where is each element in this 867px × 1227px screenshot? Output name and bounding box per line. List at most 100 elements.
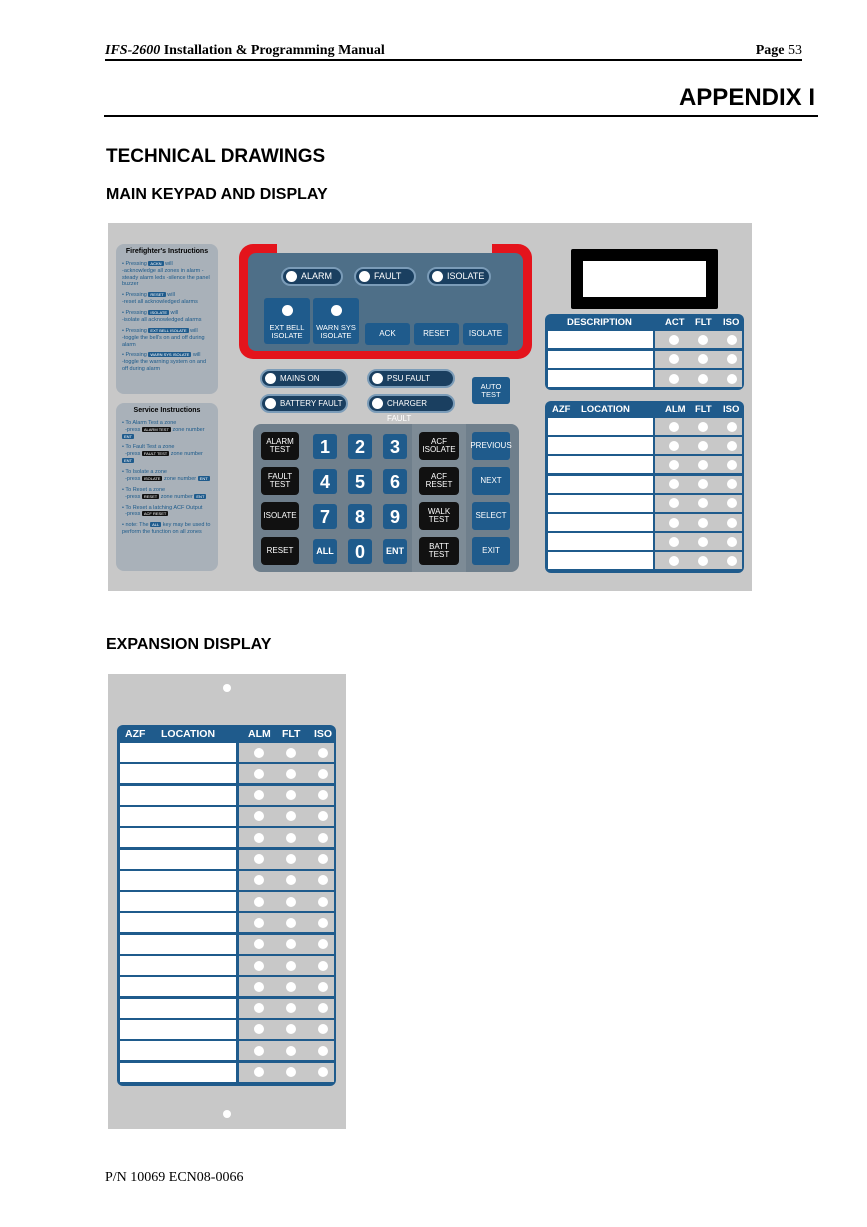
alm-led-icon	[669, 517, 679, 528]
lcd-screen	[583, 261, 706, 297]
ack-button[interactable]: ACK	[365, 323, 410, 345]
location-header: LOCATION	[161, 728, 216, 740]
ext-bell-isolate-button[interactable]: EXT BELL ISOLATE	[264, 298, 310, 344]
table-row-cell	[120, 934, 236, 954]
table-row-cell	[120, 956, 236, 975]
acf-isolate-button[interactable]: ACF ISOLATE	[419, 432, 459, 460]
location-header: LOCATION	[581, 404, 630, 415]
flt-led-icon	[286, 811, 296, 822]
table-row-cell	[120, 998, 236, 1018]
flt-led-icon	[698, 334, 708, 345]
table-row-cell	[548, 552, 653, 570]
flt-led-icon	[286, 1067, 296, 1077]
flt-led-icon	[698, 459, 708, 470]
table-row-cell	[548, 475, 653, 493]
previous-button[interactable]: PREVIOUS	[470, 432, 512, 460]
iso-led-icon	[727, 421, 737, 432]
flt-led-icon	[698, 354, 708, 364]
firefighter-instructions: Firefighter's Instructions • Pressing AC…	[116, 244, 218, 394]
ff-line-warn-sys: • Pressing WARN SYS ISOLATE will-toggle …	[122, 352, 207, 373]
psu-led-icon	[372, 373, 383, 384]
key-8[interactable]: 8	[348, 504, 372, 529]
alm-led-icon	[669, 354, 679, 364]
alm-led-icon	[254, 811, 264, 822]
alm-led-icon	[254, 917, 264, 928]
fault-test-button[interactable]: FAULT TEST	[261, 467, 299, 495]
iso-led-icon	[318, 790, 328, 801]
flt-led-icon	[286, 1045, 296, 1056]
firefighter-title: Firefighter's Instructions	[125, 248, 209, 255]
warn-sys-isolate-button[interactable]: WARN SYS ISOLATE	[313, 298, 359, 344]
flt-led-icon	[286, 1003, 296, 1014]
alm-led-icon	[254, 896, 264, 907]
acf-reset-button[interactable]: ACF RESET	[419, 467, 459, 495]
charger-led-icon	[372, 398, 383, 409]
reset-button[interactable]: RESET	[414, 323, 459, 345]
flt-led-icon	[286, 896, 296, 907]
alm-led-icon	[669, 440, 679, 451]
iso-led-icon	[727, 373, 737, 384]
flt-header: FLT	[695, 404, 712, 415]
alm-led-icon	[669, 421, 679, 432]
flt-led-icon	[698, 373, 708, 384]
table-row-cell	[120, 892, 236, 912]
key-2[interactable]: 2	[348, 434, 372, 459]
key-6[interactable]: 6	[383, 469, 407, 494]
alarm-test-button[interactable]: ALARM TEST	[261, 432, 299, 460]
iso-led-icon	[727, 440, 737, 451]
alm-header: ALM	[248, 728, 271, 740]
key-ent[interactable]: ENT	[383, 539, 407, 564]
alm-led-icon	[254, 1067, 264, 1077]
service-instructions: Service Instructions • To Alarm Test a z…	[116, 403, 218, 571]
key-5[interactable]: 5	[348, 469, 372, 494]
page-header: IFS-2600 Installation & Programming Manu…	[105, 41, 802, 61]
alm-led-icon	[669, 373, 679, 384]
key-3[interactable]: 3	[383, 434, 407, 459]
table-row-cell	[120, 849, 236, 869]
key-1[interactable]: 1	[313, 434, 337, 459]
exit-button[interactable]: EXIT	[472, 537, 510, 565]
keypad-isolate-button[interactable]: ISOLATE	[261, 502, 299, 530]
batt-test-button[interactable]: BATT TEST	[419, 537, 459, 565]
flt-led-icon	[698, 555, 708, 566]
manual-title: Installation & Programming Manual	[163, 43, 385, 58]
next-button[interactable]: NEXT	[472, 467, 510, 495]
alm-led-icon	[254, 960, 264, 971]
key-4[interactable]: 4	[313, 469, 337, 494]
key-all[interactable]: ALL	[313, 539, 337, 564]
mounting-hole-bottom	[223, 1110, 231, 1118]
select-button[interactable]: SELECT	[472, 502, 510, 530]
auto-test-button[interactable]: AUTO TEST	[472, 377, 510, 404]
iso-led-icon	[318, 768, 328, 779]
table-row-cell	[120, 743, 236, 762]
fault-indicator: FAULT	[354, 267, 416, 286]
mains-led-icon	[265, 373, 276, 384]
table-row-cell	[120, 977, 236, 997]
keypad-reset-button[interactable]: RESET	[261, 537, 299, 565]
iso-led-icon	[727, 334, 737, 345]
flt-led-icon	[698, 479, 708, 490]
walk-test-button[interactable]: WALK TEST	[419, 502, 459, 530]
alm-led-icon	[669, 555, 679, 566]
azf-header: AZF	[125, 728, 146, 740]
isolate-button[interactable]: ISOLATE	[463, 323, 508, 345]
alm-led-icon	[254, 747, 264, 758]
key-9[interactable]: 9	[383, 504, 407, 529]
alm-led-icon	[254, 939, 264, 950]
flt-led-icon	[698, 421, 708, 432]
iso-led-icon	[727, 498, 737, 509]
main-keypad-heading: MAIN KEYPAD AND DISPLAY	[106, 186, 328, 203]
flt-led-icon	[286, 790, 296, 801]
table-row-cell	[548, 350, 653, 368]
alm-led-icon	[669, 536, 679, 547]
alm-led-icon	[254, 854, 264, 864]
fault-led-icon	[359, 271, 370, 282]
flt-led-icon	[286, 747, 296, 758]
table-row-cell	[120, 1019, 236, 1039]
isolate-led-icon	[432, 271, 443, 282]
key-0[interactable]: 0	[348, 539, 372, 564]
lcd-display	[571, 249, 718, 309]
iso-led-icon	[318, 1067, 328, 1077]
key-7[interactable]: 7	[313, 504, 337, 529]
flt-led-icon	[286, 854, 296, 864]
